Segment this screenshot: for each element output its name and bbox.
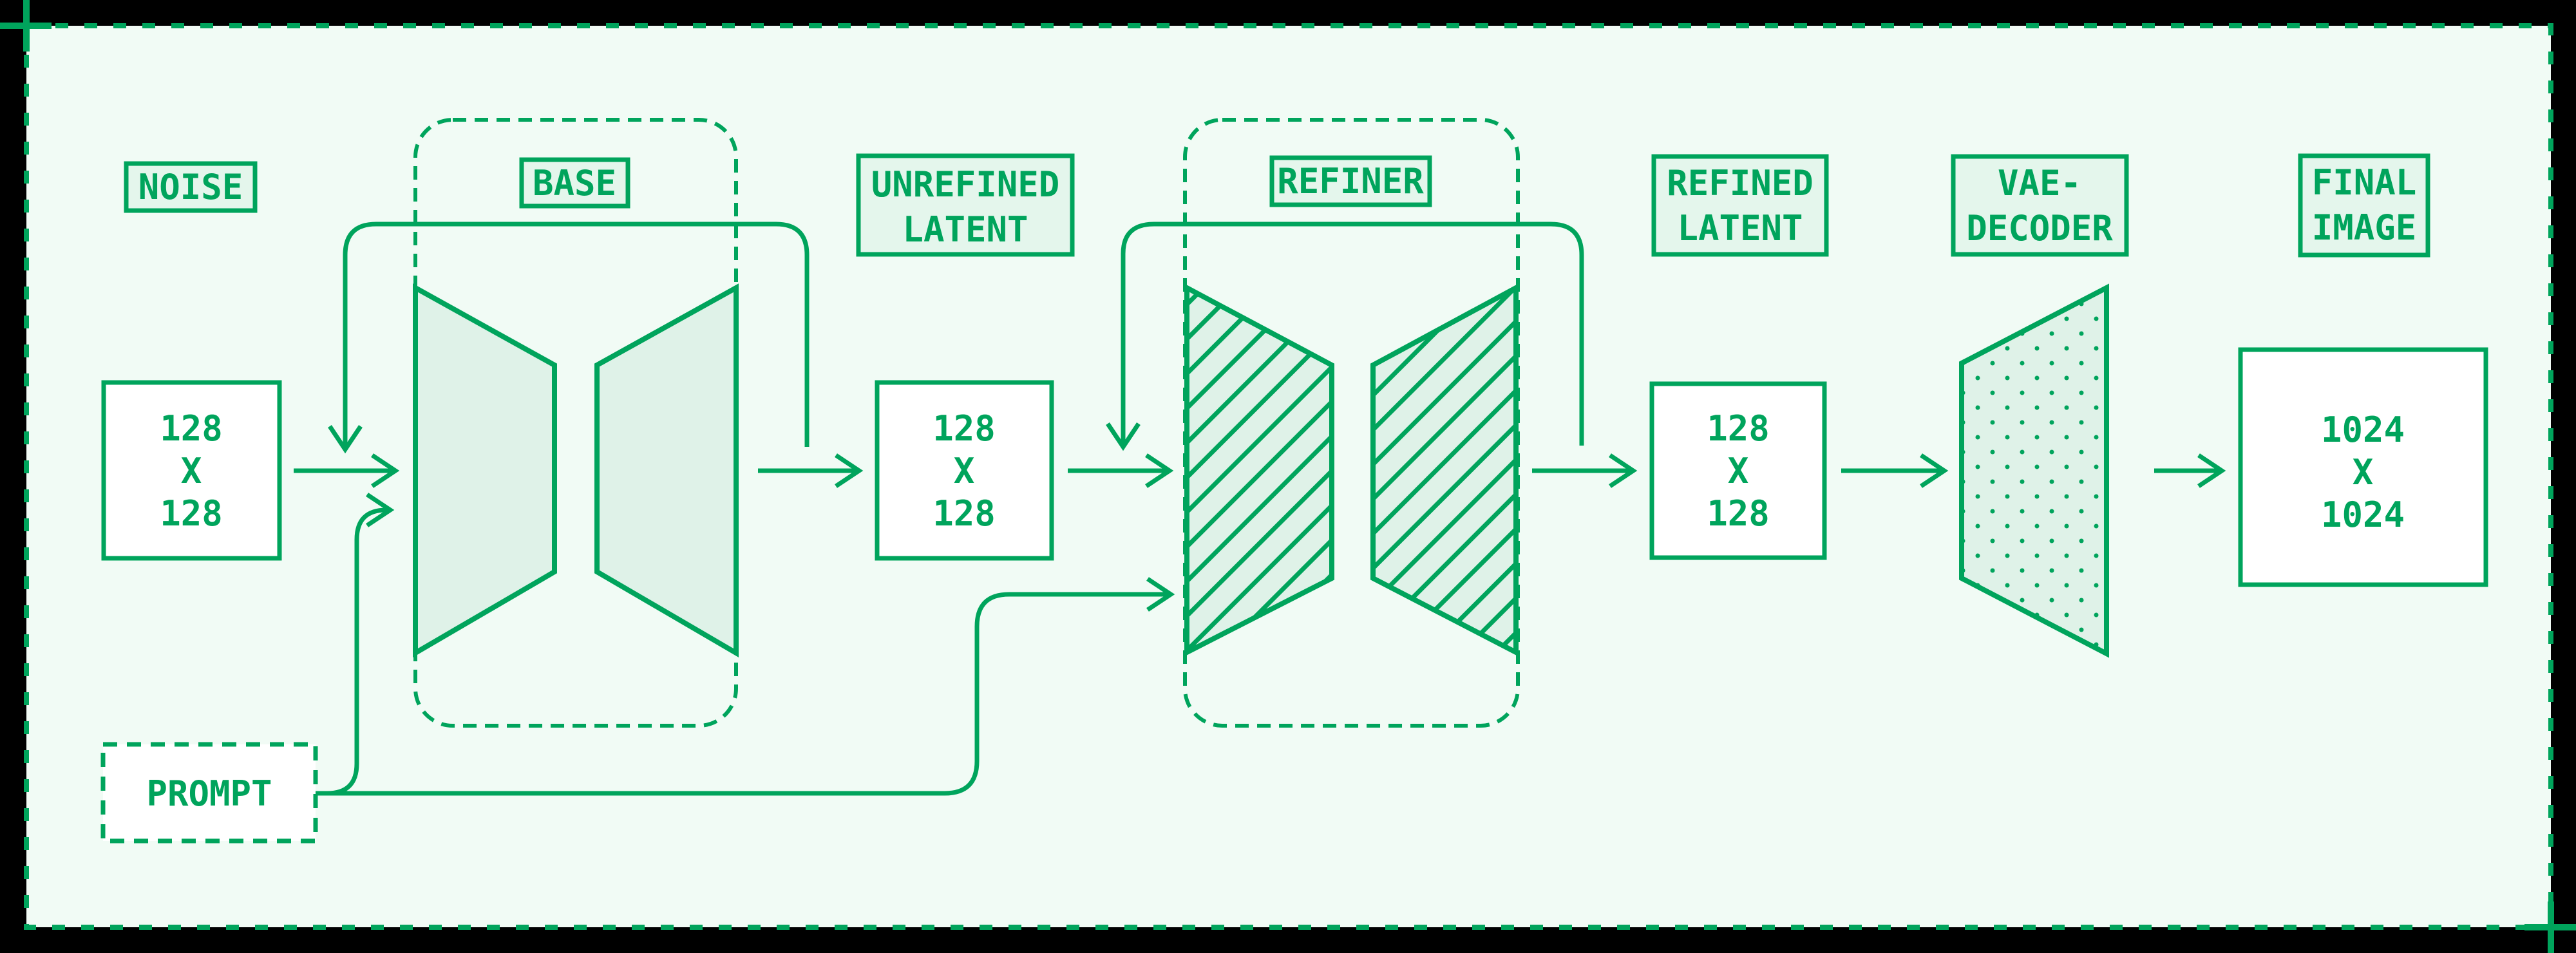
prompt-box — [100, 742, 318, 844]
refined-size-line3: 128 — [1707, 493, 1770, 534]
noise-label-box — [124, 161, 258, 213]
base-decoder-shape — [594, 283, 739, 657]
unrefined-latent-label-line1: UNREFINED — [871, 164, 1060, 205]
base-label-box — [519, 157, 630, 209]
prompt-to-base-line — [327, 493, 395, 796]
noise-size-line1: 128 — [160, 408, 223, 449]
refiner-decoder-shape — [1370, 283, 1519, 657]
refiner-label-box — [1269, 155, 1432, 207]
refiner-loop-line — [1106, 222, 1584, 451]
prompt-to-refiner-line — [315, 577, 1175, 796]
final-size-line1: 1024 — [2321, 410, 2405, 450]
vae-decoder-label-box — [1951, 154, 2129, 257]
refined-size-line2: X — [1728, 451, 1749, 491]
vae-decoder-shape — [1959, 283, 2109, 658]
final-size-line2: X — [2353, 452, 2374, 493]
unrefined-size-line1: 128 — [933, 408, 996, 449]
unrefined-size-line3: 128 — [933, 493, 996, 534]
refined-size-box — [1649, 381, 1827, 560]
refiner-encoder-shape — [1184, 283, 1334, 657]
final-image-label-line1: FINAL — [2312, 162, 2417, 203]
crop-mark-bottom-right — [2524, 901, 2576, 953]
final-size-box — [2238, 347, 2488, 587]
noise-label: NOISE — [138, 167, 243, 207]
base-loop-line — [328, 222, 810, 454]
refined-latent-label-line1: REFINED — [1667, 163, 1814, 203]
unrefined-latent-label-box — [856, 153, 1075, 257]
crop-mark-top-left — [0, 0, 52, 52]
unrefined-size-line2: X — [954, 451, 975, 491]
unrefined-size-box — [875, 380, 1054, 561]
base-encoder-shape — [413, 283, 557, 657]
vae-decoder-label-line1: VAE- — [1998, 163, 2081, 203]
base-label: BASE — [533, 163, 616, 203]
unrefined-latent-label-line2: LATENT — [902, 209, 1028, 250]
refiner-label: REFINER — [1277, 161, 1424, 202]
noise-size-box — [101, 380, 282, 561]
final-image-label-line2: IMAGE — [2312, 207, 2417, 248]
vae-decoder-label-line2: DECODER — [1966, 208, 2113, 249]
refined-latent-label-line2: LATENT — [1677, 208, 1803, 249]
prompt-label: PROMPT — [146, 773, 272, 814]
noise-size-line3: 128 — [160, 493, 223, 534]
final-image-label-box — [2298, 153, 2430, 258]
noise-size-line2: X — [181, 451, 202, 491]
refined-size-line1: 128 — [1707, 408, 1770, 449]
refined-latent-label-box — [1651, 154, 1829, 257]
final-size-line3: 1024 — [2321, 495, 2405, 535]
